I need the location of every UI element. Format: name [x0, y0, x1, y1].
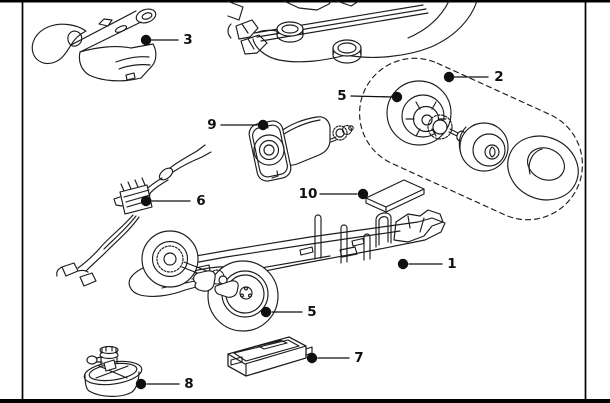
part-3-body-shell-art	[31, 8, 157, 82]
callout-dot	[140, 195, 152, 207]
callout-label: 6	[196, 193, 205, 209]
part-1-chassis-assembly-art	[128, 209, 446, 332]
part-8-guide-assembly-art	[83, 345, 143, 397]
part-6-wiring-harness-art	[56, 144, 212, 287]
group-outline-dashed	[359, 57, 583, 221]
callout-dot	[357, 188, 369, 200]
callout-dot	[443, 71, 455, 83]
callout-3: 3	[140, 32, 193, 48]
callout-dot	[257, 119, 269, 131]
callout-5-bottom: 5	[260, 304, 317, 320]
callout-label: 1	[447, 256, 456, 272]
callout-label: 3	[183, 32, 192, 48]
leader-line	[350, 95, 393, 98]
callout-7: 7	[306, 350, 364, 366]
callouts: 3 2 5 9 10 6 1	[135, 32, 504, 392]
callout-label: 5	[337, 88, 346, 104]
part-2-wheel-axle-set-art	[359, 57, 583, 221]
assembled-car-underside-art	[226, 0, 478, 64]
callout-label: 9	[207, 117, 216, 133]
callout-2: 2	[443, 69, 504, 85]
callout-label: 2	[494, 69, 503, 85]
callout-label: 7	[354, 350, 363, 366]
callout-8: 8	[135, 376, 194, 392]
callout-label: 8	[184, 376, 193, 392]
part-10-plate-art	[365, 179, 425, 213]
callout-6: 6	[140, 193, 206, 209]
callout-dot	[135, 378, 147, 390]
page-top-edge	[0, 0, 610, 3]
callout-dot	[397, 258, 409, 270]
callout-5-top: 5	[337, 88, 403, 104]
part-7-battery-tray-art	[227, 336, 313, 377]
callout-1: 1	[397, 256, 457, 272]
callout-dot	[260, 306, 272, 318]
callout-label: 10	[299, 186, 318, 202]
callout-label: 5	[307, 304, 316, 320]
callout-10: 10	[299, 186, 369, 202]
callout-dot	[306, 352, 318, 364]
callout-9: 9	[207, 117, 269, 133]
page-bottom-edge	[0, 399, 610, 403]
callout-dot	[140, 34, 152, 46]
callout-dot	[391, 91, 403, 103]
